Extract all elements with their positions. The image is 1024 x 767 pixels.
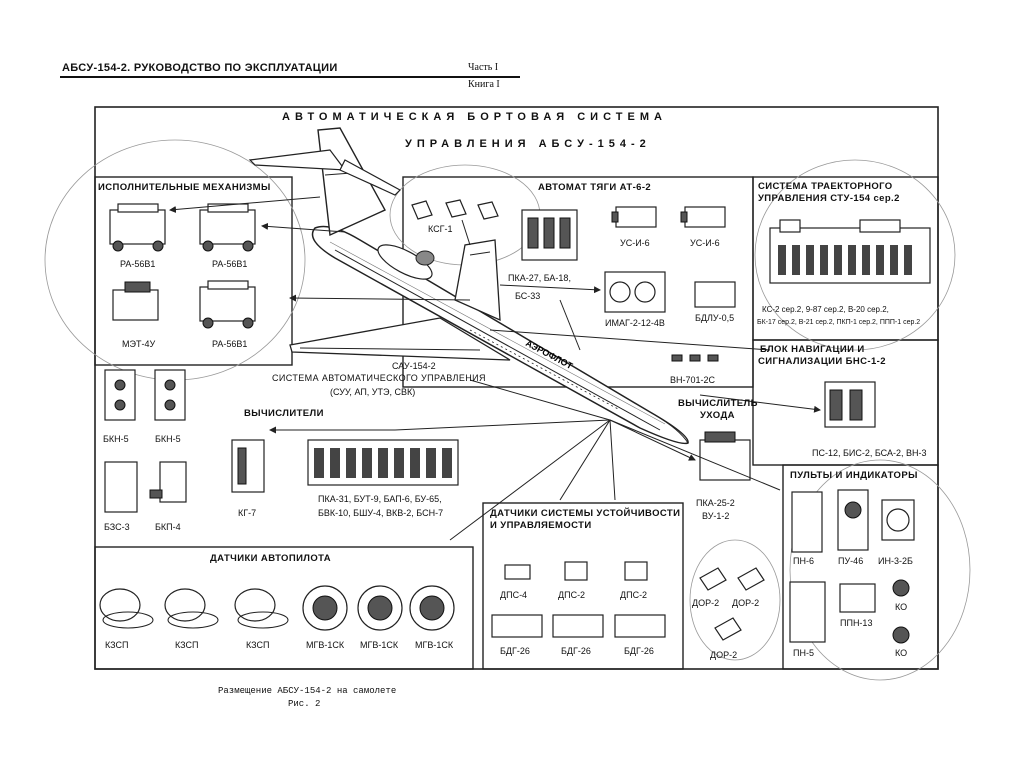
- actuator-label: РА-56В1: [212, 259, 248, 269]
- panels-frame: [782, 464, 939, 670]
- sau-name: САУ-154-2: [392, 361, 436, 371]
- panel-label: ППН-13: [840, 618, 873, 628]
- stability-label: ДПС-2: [558, 590, 586, 600]
- stability-label: БДГ-26: [500, 646, 530, 656]
- panel-label: КО: [895, 602, 908, 612]
- sensor-label: КЗСП: [175, 640, 199, 650]
- autothrottle-label: УС-И-6: [620, 238, 650, 248]
- header-rule: [60, 76, 520, 78]
- aircraft-illustration: [248, 127, 689, 445]
- autothrottle-title: АВТОМАТ ТЯГИ АТ-6-2: [538, 182, 652, 193]
- dor-label: ДОР-2: [732, 598, 760, 608]
- unit-label: БКП-4: [155, 522, 181, 532]
- autopilot-sensors-frame: [94, 546, 474, 670]
- autothrottle-label: БДЛУ-0,5: [695, 313, 735, 323]
- sensor-label: МГВ-1СК: [415, 640, 454, 650]
- actuator-devices: [109, 203, 256, 329]
- unit-label: БЗС-3: [104, 522, 130, 532]
- trajectory-title-1: СИСТЕМА ТРАЕКТОРНОГО: [758, 181, 893, 192]
- stability-title-2: И УПРАВЛЯЕМОСТИ: [490, 520, 592, 531]
- autothrottle-label: КСГ-1: [428, 224, 453, 234]
- leader-lines: [169, 196, 821, 541]
- computers-title: ВЫЧИСЛИТЕЛИ: [244, 408, 324, 419]
- autothrottle-label: ИМАГ-2-12-4В: [605, 318, 665, 328]
- panel-label: ПУ-46: [838, 556, 864, 566]
- left-unit-devices: [104, 369, 187, 513]
- dor-label: ДОР-2: [692, 598, 720, 608]
- sensor-label: КЗСП: [246, 640, 270, 650]
- panel-label: ПН-6: [793, 556, 814, 566]
- stability-label: ДПС-4: [500, 590, 528, 600]
- autothrottle-label: БС-33: [515, 291, 541, 301]
- nav-title-2: СИГНАЛИЗАЦИИ БНС-1-2: [758, 356, 886, 367]
- autothrottle-label: ПКА-27, БА-18,: [508, 273, 571, 283]
- document-title: АБСУ-154-2. РУКОВОДСТВО ПО ЭКСПЛУАТАЦИИ: [62, 62, 338, 74]
- computer-label: КГ-7: [238, 508, 257, 518]
- sensor-label: МГВ-1СК: [360, 640, 399, 650]
- autothrottle-label: УС-И-6: [690, 238, 720, 248]
- unit-label: БКН-5: [103, 434, 129, 444]
- panels-title: ПУЛЬТЫ И ИНДИКАТОРЫ: [790, 470, 918, 481]
- figure-caption: Размещение АБСУ-154-2 на самолете: [218, 686, 397, 696]
- trajectory-title-2: УПРАВЛЕНИЯ СТУ-154 сер.2: [758, 193, 900, 204]
- sau-title: СИСТЕМА АВТОМАТИЧЕСКОГО УПРАВЛЕНИЯ: [272, 373, 486, 383]
- autothrottle-devices: [411, 199, 736, 362]
- nav-device: [824, 381, 876, 428]
- unit-label: БКН-5: [155, 434, 181, 444]
- stability-label: БДГ-26: [561, 646, 591, 656]
- sensor-label: МГВ-1СК: [306, 640, 345, 650]
- trajectory-devices: [769, 219, 931, 284]
- actuators-title: ИСПОЛНИТЕЛЬНЫЕ МЕХАНИЗМЫ: [98, 182, 271, 193]
- nav-title-1: БЛОК НАВИГАЦИИ И: [760, 344, 865, 355]
- go-around-label: ПКА-25-2: [696, 498, 735, 508]
- stability-sensors-frame: [482, 502, 684, 670]
- trajectory-items-1: КС-2 сер.2, 9-87 сер.2, В-20 сер.2,: [762, 305, 889, 314]
- figure-number: Рис. 2: [288, 699, 321, 709]
- dor-label: ДОР-2: [710, 650, 738, 660]
- panel-label: ПН-5: [793, 648, 814, 658]
- nav-items: ПС-12, БИС-2, БСА-2, ВН-3: [812, 448, 927, 458]
- sensor-label: КЗСП: [105, 640, 129, 650]
- stability-sensor-devices: [491, 561, 666, 638]
- panel-devices: [789, 489, 915, 644]
- autopilot-sensors-title: ДАТЧИКИ АВТОПИЛОТА: [210, 553, 332, 564]
- stability-label: БДГ-26: [624, 646, 654, 656]
- dor-devices: [699, 567, 765, 641]
- computer-list-1: ПКА-31, БУТ-9, БАП-6, БУ-65,: [318, 494, 442, 504]
- actuator-label: РА-56В1: [120, 259, 156, 269]
- autopilot-sensor-devices: [99, 585, 455, 631]
- trajectory-items-2: БК-17 сер.2, В-21 сер.2, ПКП-1 сер.2, ПП…: [757, 319, 921, 326]
- actuator-label: МЭТ-4У: [122, 339, 156, 349]
- autothrottle-label: ВН-701-2С: [670, 375, 716, 385]
- go-around-title-2: УХОДА: [700, 410, 735, 421]
- computer-devices: [231, 439, 459, 493]
- stability-title-1: ДАТЧИКИ СИСТЕМЫ УСТОЙЧИВОСТИ: [490, 508, 681, 519]
- part-label: Часть I: [468, 62, 499, 73]
- sau-subtitle: (СУУ, АП, УТЭ, СВК): [330, 387, 416, 397]
- actuator-label: РА-56В1: [212, 339, 248, 349]
- computer-list-2: БВК-10, БШУ-4, ВКВ-2, БСН-7: [318, 508, 444, 518]
- actuators-frame: [94, 176, 293, 366]
- book-label: Книга I: [468, 79, 500, 90]
- panel-label: КО: [895, 648, 908, 658]
- panel-label: ИН-3-2Б: [878, 556, 913, 566]
- diagram-title-line2: УПРАВЛЕНИЯ АБСУ-154-2: [405, 138, 651, 150]
- go-around-title-1: ВЫЧИСЛИТЕЛЬ: [678, 398, 758, 409]
- go-around-label: ВУ-1-2: [702, 511, 730, 521]
- diagram-title-line1: АВТОМАТИЧЕСКАЯ БОРТОВАЯ СИСТЕМА: [282, 111, 667, 123]
- stability-label: ДПС-2: [620, 590, 648, 600]
